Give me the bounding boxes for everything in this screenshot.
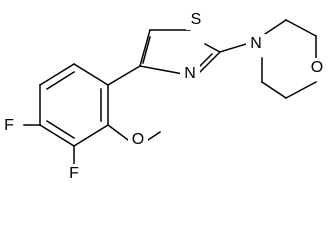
bond-benzene-double-c [45, 119, 76, 140]
bond-thiazole-5 [139, 65, 184, 75]
substituents [23, 64, 162, 165]
mask-upper-fluorine [0, 116, 18, 136]
molecule-diagram: S N N O O F F [0, 10, 327, 184]
methoxy-oxygen-label: O [132, 131, 144, 148]
mask-morpholine-oxygen [307, 58, 327, 78]
bond-benzene-double-a [45, 70, 76, 91]
bond-morpholine-5 [260, 80, 288, 100]
thiazole-ring [139, 29, 222, 76]
bond-morpholine-4 [284, 80, 318, 100]
bond-aryl-to-thiazole [106, 64, 142, 87]
bond-thiazole-3 [203, 42, 222, 54]
morpholine-oxygen-label: O [311, 59, 323, 76]
bond-methoxy-oxygen [106, 123, 130, 142]
morpholine-ring [219, 18, 318, 100]
benzene-ring [38, 62, 110, 148]
bond-benzene-4 [72, 123, 110, 148]
chemical-structure: S N N O O F F [0, 10, 327, 184]
bond-morpholine-2 [284, 18, 318, 38]
bond-methoxy-methyl [146, 130, 162, 142]
bond-benzene-1 [38, 62, 76, 87]
bond-morpholine-1 [260, 18, 288, 38]
bond-thiazole-double-a [142, 36, 151, 64]
mask-lower-fluorine [64, 164, 84, 184]
mask-thiazole-nitrogen [180, 64, 200, 84]
lower-fluorine-label: F [69, 165, 79, 182]
sulfur-atom-label: S [191, 11, 202, 28]
morpholine-nitrogen-label: N [250, 35, 262, 52]
upper-fluorine-label: F [4, 117, 14, 134]
bond-thiazole-4 [196, 50, 222, 76]
bond-thiazole-to-morpholine [219, 43, 247, 53]
bond-benzene-2 [72, 62, 110, 87]
mask-morpholine-nitrogen [246, 34, 266, 54]
thiazole-nitrogen-label: N [184, 65, 196, 82]
atom-labels: S N N O O F F [0, 10, 327, 184]
mask-methoxy-oxygen [128, 130, 148, 150]
bond-thiazole-1 [139, 29, 151, 67]
mask-sulfur [186, 10, 206, 30]
bond-benzene-5 [38, 123, 76, 148]
